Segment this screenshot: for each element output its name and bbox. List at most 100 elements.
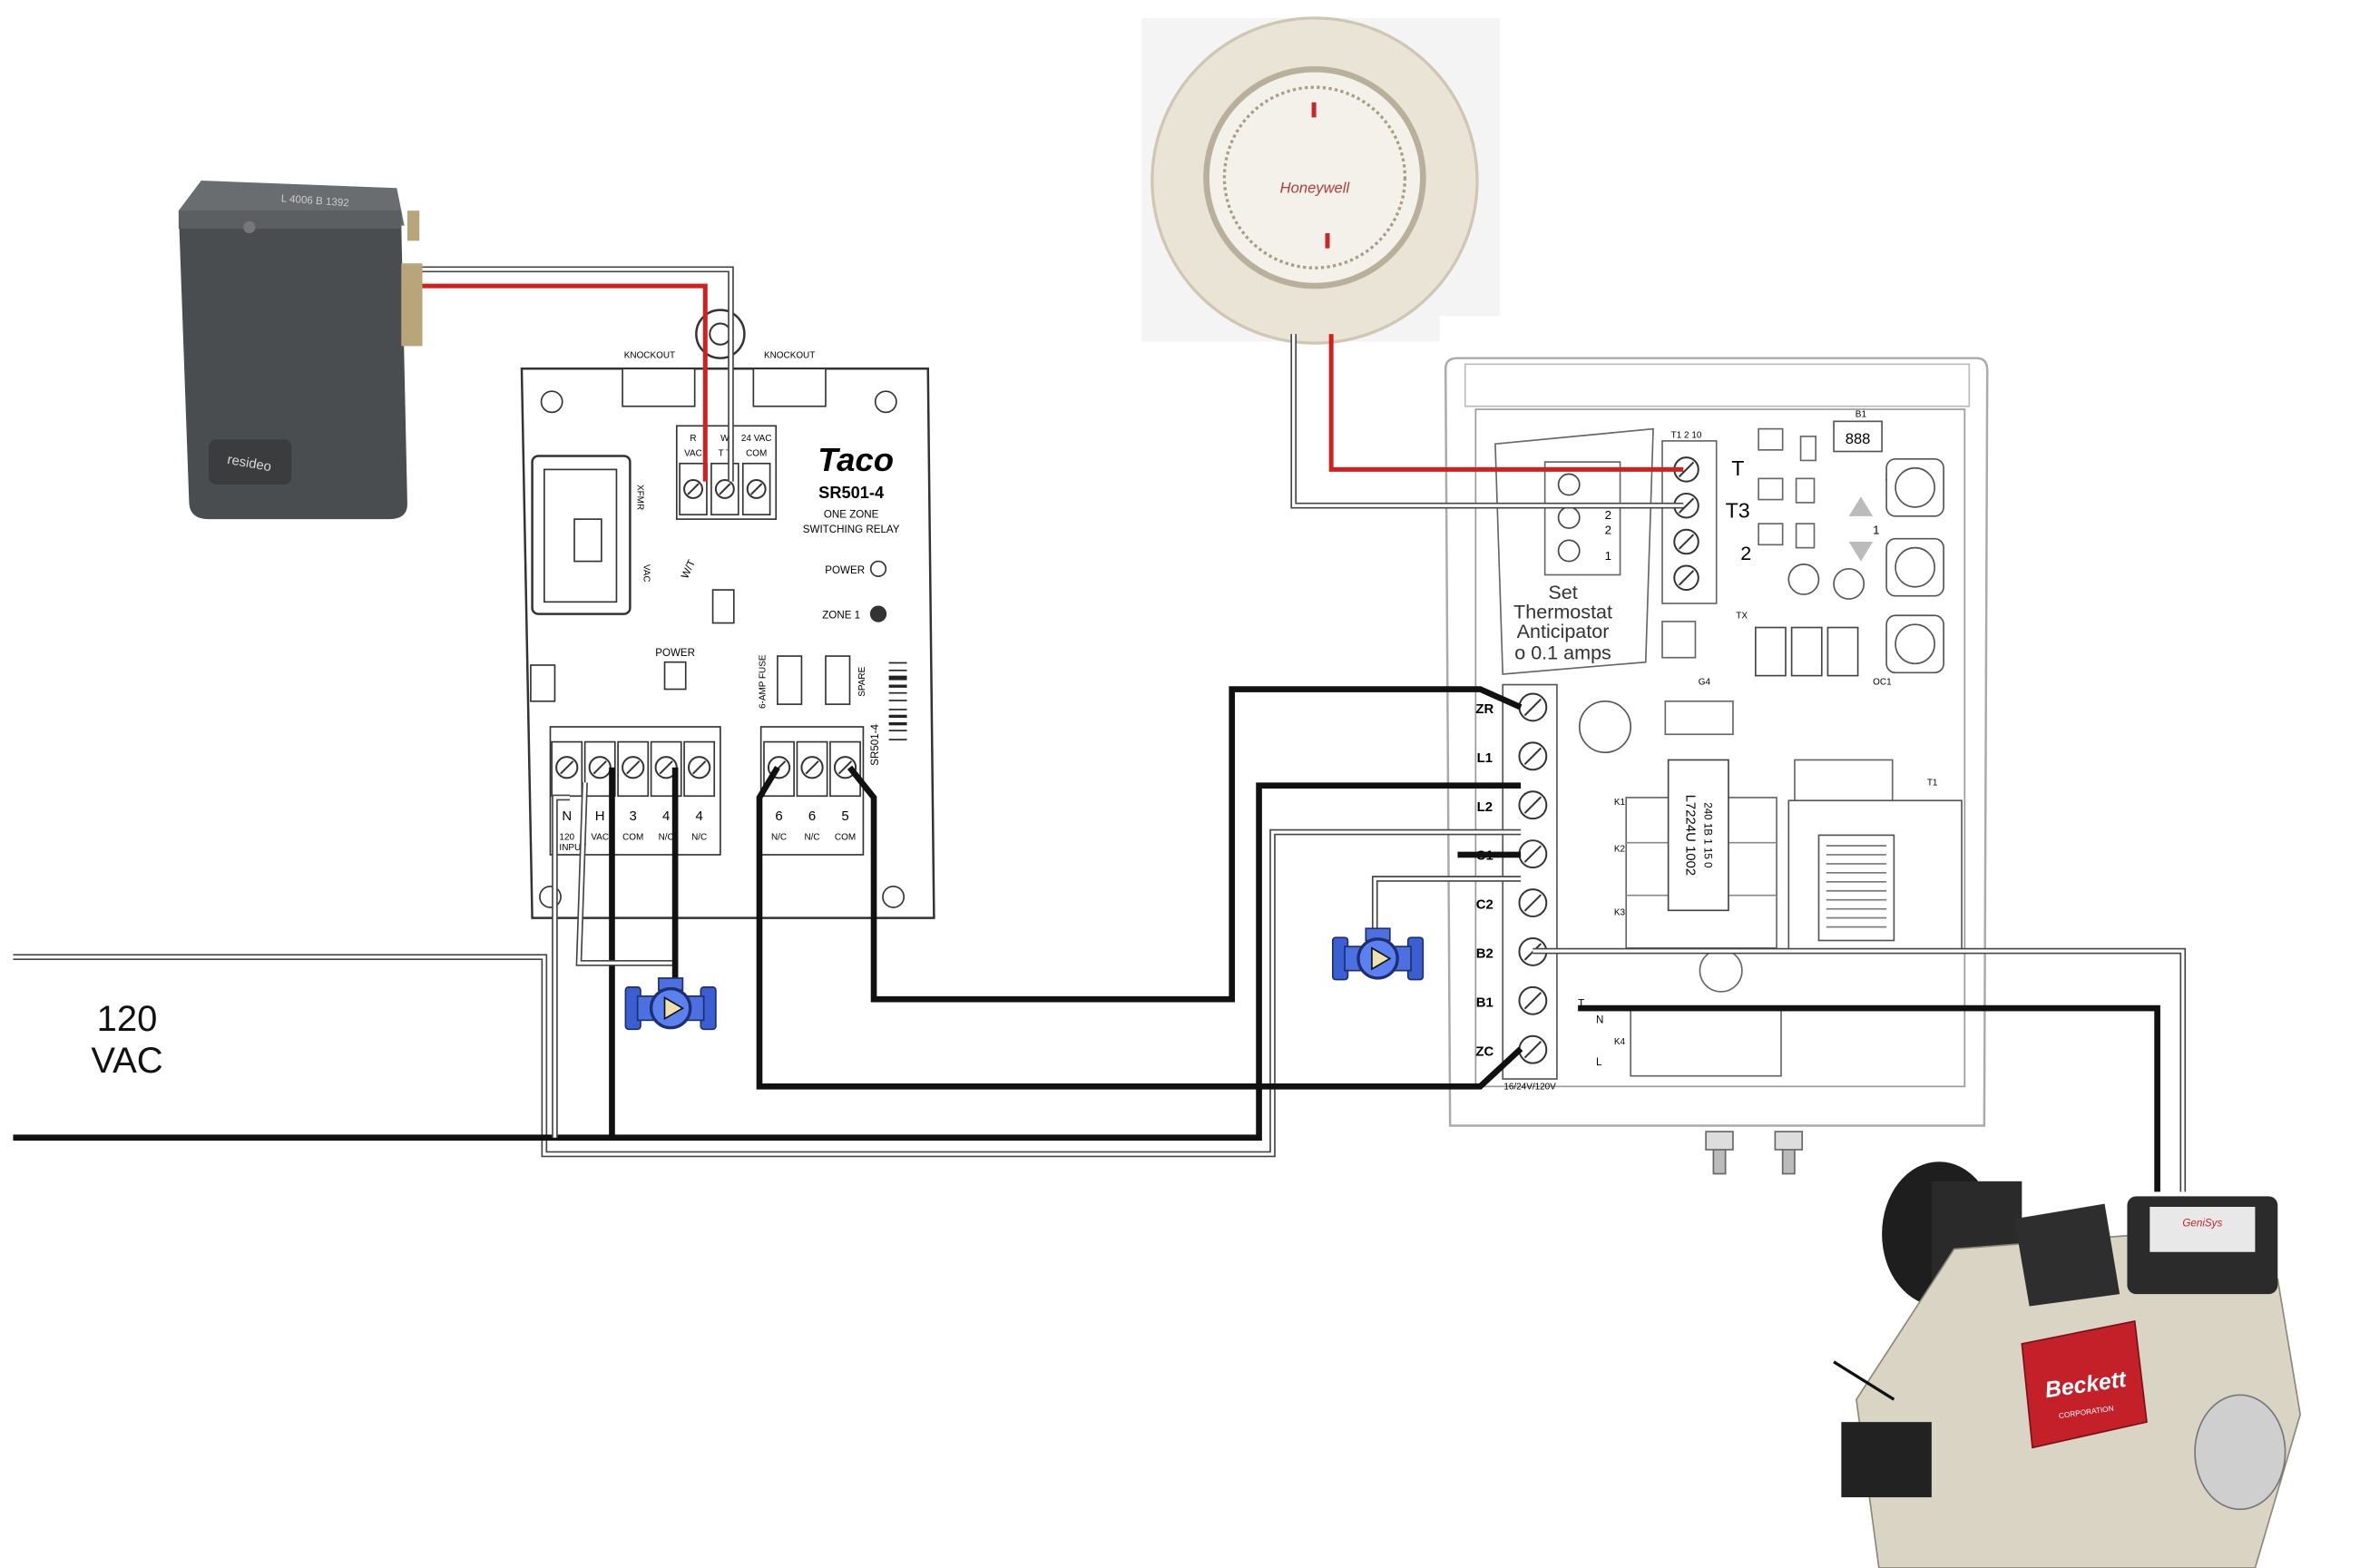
- anticipator-line-3: Anticipator: [1517, 620, 1610, 642]
- anticipator-line-4: o 0.1 amps: [1514, 641, 1611, 663]
- anticipator-line-2: Thermostat: [1513, 601, 1612, 623]
- burner-motor-top: [2014, 1203, 2120, 1307]
- aquastat-screw: [243, 220, 256, 234]
- relay-bottom-terminal-sub: COM: [622, 832, 643, 842]
- thermostat-terminal-block: T1 2 10 T T3 2: [1661, 431, 1751, 604]
- power-jumper: [663, 661, 687, 691]
- relay-bottom-terminal-sub: 120: [559, 832, 574, 842]
- controller-board: [1474, 408, 1966, 1088]
- relay-top-terminal-sub: COM: [746, 448, 767, 458]
- tx-label: TX: [1736, 612, 1748, 622]
- control-brand: GeniSys: [2182, 1218, 2222, 1230]
- relay-k3-label: K3: [1614, 907, 1626, 917]
- aquastat-control: L 4006 B 1392 resideo: [178, 181, 423, 520]
- controller-top-components: 888 B1 3 1: [1758, 409, 1892, 600]
- knockout-left-label: KNOCKOUT: [624, 351, 675, 361]
- knockout-left: [622, 368, 696, 407]
- relay-top-terminal-sub: T T: [719, 448, 732, 458]
- num-2-label: 2: [1740, 542, 1751, 564]
- zone1-led-label: ZONE 1: [822, 610, 860, 622]
- model-text: L7224U 1002: [1683, 795, 1699, 877]
- side-label-t: T: [1578, 997, 1584, 1009]
- relay-top-terminal-sub: VAC: [684, 448, 702, 458]
- controller-terminal-label: ZC: [1475, 1044, 1493, 1059]
- xfmr-label: XFMR: [635, 485, 645, 510]
- t1-label: T1: [1927, 779, 1938, 789]
- block-num-c: 1: [1605, 549, 1611, 563]
- relay-bottom-terminal-sub: N/C: [771, 832, 787, 842]
- aquastat-controller: 2 2 1 Set Thermostat Anticipator o 0.1 a…: [1439, 316, 2000, 1175]
- controller-terminal-label: ZR: [1475, 701, 1493, 717]
- relay-bottom-terminal-sub: VAC: [591, 832, 609, 842]
- taco-relay: KNOCKOUT KNOCKOUT Taco SR501-4 ONE ZONE …: [509, 309, 944, 934]
- side-label-n: N: [1596, 1014, 1603, 1026]
- t3-label: T3: [1726, 498, 1750, 522]
- relay-top-terminal-label: 24 VAC: [741, 434, 772, 444]
- vac-wire-label: VAC: [641, 564, 651, 583]
- controller-terminal-label: L1: [1477, 750, 1493, 766]
- chip-display: 888: [1846, 430, 1871, 447]
- wire-thermostat-hot: [1328, 334, 1684, 472]
- relay-k2-label: K2: [1614, 845, 1626, 855]
- fuse-label: 6-AMP FUSE: [759, 654, 769, 709]
- relay-transformer: XFMR: [531, 455, 645, 615]
- relay-top-terminal-label: W: [720, 434, 730, 444]
- input-label: INPUT: [559, 843, 586, 853]
- relay-bottom-terminal-label: N: [562, 808, 572, 824]
- t-terminal-header: T1 2 10: [1671, 431, 1702, 441]
- relay-bottom-terminal-sub: N/C: [804, 832, 819, 842]
- power-led-label: POWER: [825, 564, 865, 576]
- spare-label: SPARE: [857, 666, 867, 696]
- relay-bottom-terminal-sub: N/C: [659, 832, 674, 842]
- aquastat-label: L 4006 B 1392: [280, 192, 349, 209]
- thermostat-dial: [1203, 65, 1426, 289]
- burner-pump: [1841, 1422, 1932, 1498]
- anticipator-panel: 2 2 1 Set Thermostat Anticipator o 0.1 a…: [1494, 427, 1654, 675]
- voltage-label: 16/24V/120V: [1503, 1083, 1556, 1093]
- t-label: T: [1731, 456, 1744, 480]
- g4-label: G4: [1699, 678, 1711, 688]
- chip-label: B1: [1856, 409, 1867, 419]
- controller-transformer: [1787, 799, 1963, 952]
- relay-bottom-terminal-sub: N/C: [691, 832, 707, 842]
- relay-desc2: SWITCHING RELAY: [803, 524, 900, 535]
- aquastat-terminal-block: [401, 263, 423, 347]
- wire-relay-zr: [847, 686, 1523, 1003]
- wires: [13, 266, 2187, 1192]
- relay-bottom-terminal-sub: COM: [835, 832, 856, 842]
- relay-brand: Taco: [818, 441, 894, 478]
- relay-barcode: [888, 662, 907, 740]
- fuse-6amp: [777, 655, 803, 705]
- temperature-marker: [1325, 233, 1330, 249]
- thermostat-brand: Honeywell: [1280, 179, 1351, 196]
- seven-segment-display: [1754, 626, 1859, 677]
- power-line-2: VAC: [91, 1041, 163, 1081]
- anticipator-line-1: Set: [1548, 581, 1577, 603]
- power-line-1: 120: [96, 999, 158, 1039]
- setpoint-marker: [1311, 102, 1317, 118]
- relay-bottom-terminal-label: 6: [775, 808, 782, 824]
- controller-terminal-label: C2: [1476, 897, 1493, 913]
- block-num-b: 2: [1605, 524, 1611, 537]
- model-sub: 240 1B 1 15 0: [1701, 802, 1713, 867]
- controller-terminal-label: B2: [1476, 946, 1493, 962]
- wire-relay-zc: [756, 766, 1523, 1090]
- wire-hot-line: [13, 782, 1522, 1142]
- knockout-right: [752, 368, 827, 407]
- thermostat: Honeywell: [1141, 16, 1500, 345]
- controller-terminal-label: L2: [1477, 799, 1493, 815]
- side-label-l: L: [1596, 1056, 1602, 1068]
- relay-bottom-terminal-label: 3: [630, 808, 637, 824]
- relay-bottom-terminal-label: 4: [662, 808, 670, 824]
- relay-bottom-terminal-label: H: [595, 808, 605, 824]
- relay-top-terminal-label: R: [690, 434, 696, 444]
- oil-burner: GeniSys Beckett CORPORATION: [1833, 1161, 2301, 1568]
- wire-burner-b1: [1578, 1004, 2160, 1192]
- relay-desc1: ONE ZONE: [824, 508, 879, 520]
- barcode-label: SR501-4: [869, 723, 881, 765]
- up-arrow-icon: [1848, 496, 1874, 516]
- relay-k4-label: K4: [1614, 1037, 1626, 1047]
- relay-bottom-terminal-label: 5: [841, 808, 848, 824]
- wire-aquastat-hot: [422, 283, 708, 482]
